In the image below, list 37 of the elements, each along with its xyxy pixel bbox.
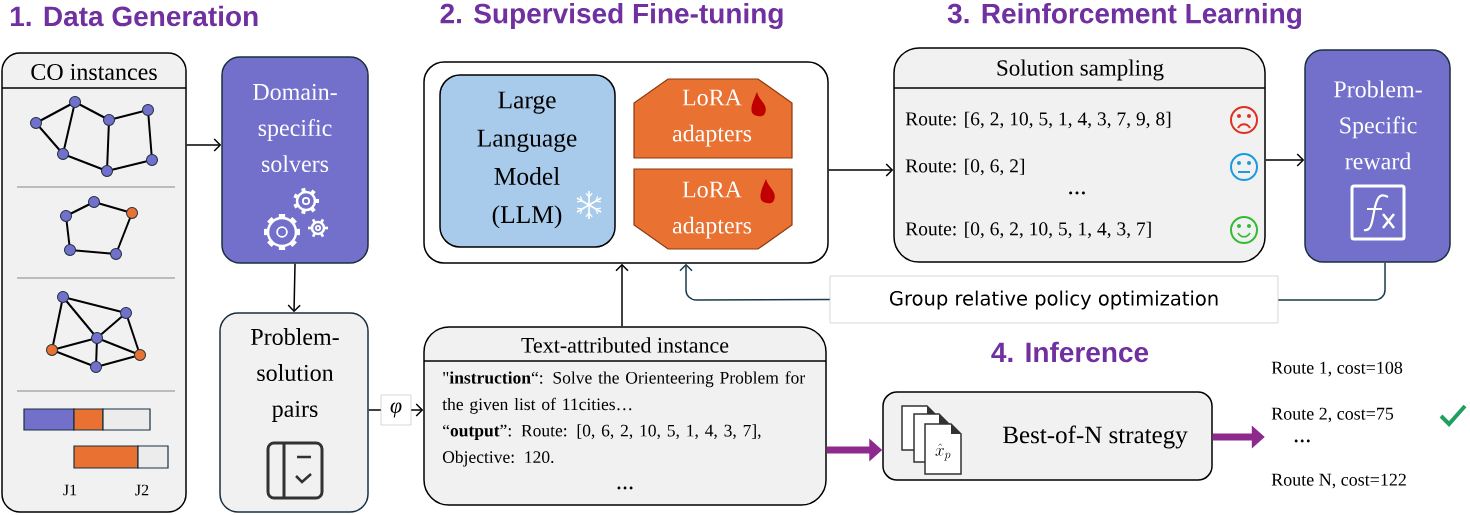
route-text: Route 2, cost=75 — [1271, 407, 1394, 423]
arrow — [1265, 153, 1305, 167]
arrow — [186, 138, 222, 152]
instance-text: "instruction“: Solve the Orienteering Problem for the given list of 11cities… — [442, 371, 805, 414]
box-label: Problem-solution pairs — [251, 328, 339, 422]
section-heading: 2. Supervised Fine-tuning — [440, 2, 783, 30]
box-label: LoRA adapters — [672, 181, 752, 239]
ellipsis: … — [1069, 191, 1085, 195]
box-label: Best-of-N strategy — [1003, 425, 1188, 449]
route-text: Route: [6, 2, 10, 5, 1, 4, 3, 7, 9, 8] — [905, 111, 1171, 129]
panel-header: Solution sampling — [997, 59, 1164, 81]
ellipsis: … — [1294, 439, 1310, 443]
route-text: Route: [0, 6, 2, 10, 5, 1, 4, 3, 7] — [905, 221, 1151, 239]
connector-line — [1277, 262, 1386, 301]
instance-text: “output”: Route: [0, 6, 2, 10, 5, 1, 4, 3, 7], Objective: 120. — [442, 424, 761, 467]
box-label: Domain-specific solvers — [253, 83, 337, 173]
box-label: Problem-Specific reward — [1334, 80, 1422, 170]
box-label: Group relative policy optimization — [890, 290, 1218, 310]
route-text: Route 1, cost=108 — [1271, 361, 1403, 377]
arrow — [679, 263, 831, 301]
box-label: LoRA adapters — [672, 89, 752, 147]
arrow — [615, 263, 629, 327]
panel-header: Text-attributed instance — [521, 337, 729, 353]
arrow — [828, 163, 894, 177]
formula: $\hat{x}_p$ — [935, 443, 951, 461]
section-heading: 4. Inference — [991, 341, 1149, 363]
box-label: Large Language Model (LLM) — [477, 91, 577, 229]
route-text: Route N, cost=122 — [1271, 473, 1406, 489]
section-heading: 3. Reinforcement Learning — [947, 2, 1301, 30]
axis-label: J2 — [135, 484, 149, 496]
arrow — [287, 263, 301, 313]
edge-label: φ — [380, 394, 412, 426]
ellipsis: … — [617, 486, 633, 490]
section-heading: 1. Data Generation — [10, 5, 258, 27]
panel-header: CO instances — [31, 63, 157, 81]
route-text: Route: [0, 6, 2] — [905, 158, 1024, 176]
axis-label: J1 — [63, 484, 77, 496]
